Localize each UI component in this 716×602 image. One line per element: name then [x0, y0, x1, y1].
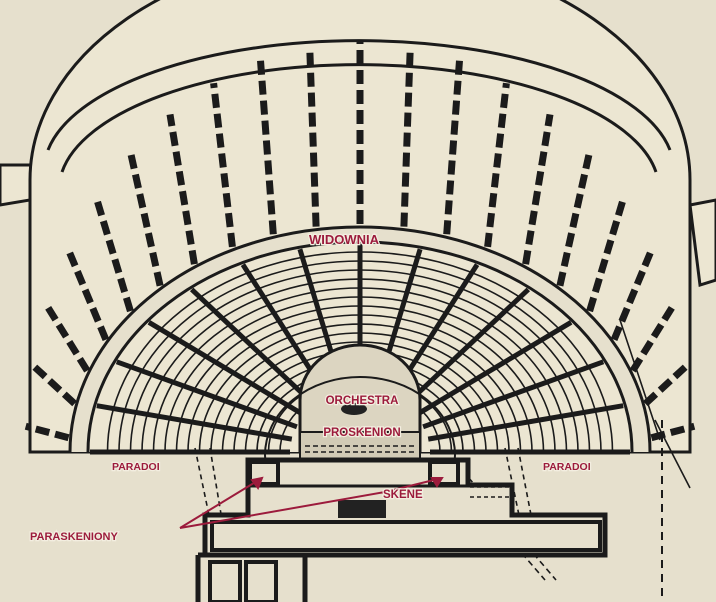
label-seating: WIDOWNIA	[309, 232, 380, 247]
skene-building	[202, 457, 608, 558]
lower-stairway	[427, 403, 624, 442]
upper-stairway	[30, 362, 77, 407]
upper-walkway-outer	[46, 39, 672, 151]
label-skene: SKENE	[383, 489, 423, 501]
upper-stairway	[522, 113, 554, 265]
proskenion-structure	[299, 431, 421, 461]
upper-stairway	[484, 82, 510, 248]
upper-stairway	[210, 82, 236, 248]
upper-stairway	[400, 46, 414, 227]
label-parodos-right: PARADOI	[543, 461, 591, 473]
upper-stairway	[44, 304, 91, 373]
upper-stairways	[24, 42, 696, 442]
lower-stairway	[401, 287, 531, 409]
upper-stairway	[443, 60, 463, 235]
label-parodos-left: PARADOI	[112, 461, 160, 473]
upper-stairway	[306, 46, 320, 227]
upper-stairway	[643, 362, 690, 407]
paraskenia-pointers	[179, 476, 444, 529]
lower-stairway	[189, 287, 319, 409]
upper-stairway	[629, 304, 676, 373]
upper-stairway	[127, 152, 164, 287]
upper-stairway	[65, 248, 110, 342]
parodos-left-wall	[194, 447, 223, 521]
lower-stairway	[413, 320, 573, 418]
lower-stairway	[96, 403, 293, 442]
upper-walkway-inner	[60, 63, 658, 173]
outer-wall-right	[688, 198, 716, 287]
label-paraskenia: PARASKENIONY	[30, 531, 118, 543]
upper-stairway	[610, 248, 655, 342]
proskenion-hatching	[305, 445, 415, 453]
upper-stairway	[257, 60, 277, 235]
retaining-wall-right	[619, 319, 691, 489]
label-proskenion: PROSKENION	[323, 427, 400, 439]
upper-stairway	[556, 152, 593, 287]
upper-stairway	[24, 422, 70, 442]
label-orchestra: ORCHESTRA	[326, 395, 399, 407]
lower-stairway	[115, 359, 298, 430]
lower-stairway	[147, 320, 307, 418]
thymele-altar	[341, 403, 367, 415]
upper-stairway	[166, 113, 198, 265]
orchestra	[298, 343, 422, 454]
lower-stairway	[422, 359, 605, 430]
skene-door	[338, 500, 386, 518]
stoa-rooms	[195, 552, 308, 602]
